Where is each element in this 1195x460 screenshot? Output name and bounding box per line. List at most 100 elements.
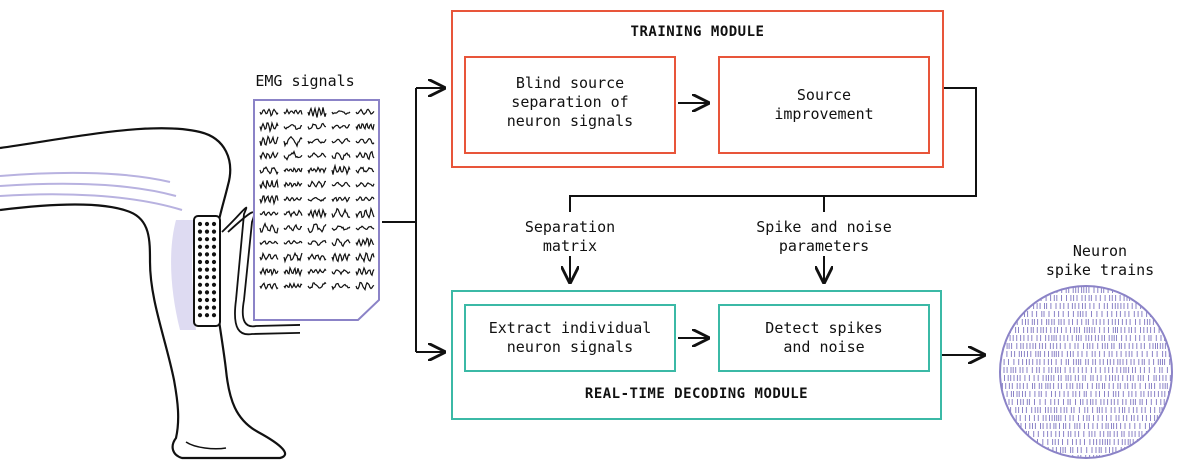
emg-trace [307, 122, 327, 130]
electrode-dot [197, 237, 203, 242]
emg-trace [259, 266, 279, 277]
electrode-dot [204, 221, 210, 227]
emg-trace [259, 178, 279, 190]
emg-trace [259, 120, 279, 134]
realtime-module-title: REAL-TIME DECODING MODULE [584, 386, 809, 402]
training-module [451, 10, 944, 168]
electrode-dot [211, 282, 217, 287]
emg-trace [283, 107, 303, 115]
emg-trace [307, 239, 327, 246]
electrode-dot [197, 305, 203, 310]
emg-trace [283, 123, 303, 130]
emg-trace [355, 281, 375, 292]
emg-trace [259, 108, 279, 117]
emg-trace [331, 196, 351, 203]
detect-spikes-box [718, 304, 930, 372]
extract-signals-text: Extract individual neuron signals [488, 319, 652, 356]
detect-spikes-text: Detect spikes and noise [765, 319, 883, 356]
electrode-dot [197, 267, 203, 272]
emg-trace [307, 106, 327, 118]
emg-trace [283, 281, 303, 289]
electrode-dot [197, 229, 203, 234]
emg-trace [355, 150, 375, 161]
emg-trace [283, 196, 303, 202]
emg-trace [307, 268, 327, 276]
emg-signals-label: EMG signals [255, 72, 355, 90]
neuron-spike-trains-label: Neuron spike trains [1045, 242, 1155, 279]
electrode-dot [197, 290, 203, 295]
emg-trace [355, 122, 375, 131]
emg-trace [355, 108, 375, 116]
emg-trace [331, 252, 351, 263]
emg-trace [283, 223, 302, 232]
electrode-dot [197, 221, 203, 227]
emg-trace [331, 269, 351, 276]
separation-matrix-label: Separation matrix [524, 218, 616, 255]
emg-trace [307, 138, 327, 145]
source-improvement-text: Source improvement [774, 86, 874, 123]
emg-trace [283, 239, 303, 245]
electrode-dot [211, 313, 217, 318]
electrode-dot [211, 221, 217, 227]
emg-trace [307, 281, 327, 289]
electrode-dot [204, 229, 210, 234]
realtime-decoding-module [451, 290, 942, 420]
electrode-dot [211, 244, 217, 249]
electrode-dot [211, 259, 217, 265]
electrode-dot [211, 229, 217, 234]
spike-train-disc-icon [999, 285, 1173, 459]
emg-trace [259, 240, 279, 246]
emg-trace [355, 252, 375, 264]
emg-trace [331, 207, 351, 219]
emg-trace [331, 225, 351, 231]
electrode-dot [211, 252, 217, 257]
electrode-dot [197, 244, 203, 249]
emg-trace [259, 135, 279, 146]
emg-trace [283, 265, 303, 278]
emg-trace [283, 167, 303, 173]
emg-trace [307, 166, 327, 175]
electrode-dot [204, 237, 210, 242]
emg-trace [355, 196, 375, 202]
emg-trace [331, 181, 351, 188]
electrode-dot [204, 259, 210, 265]
blind-source-box [464, 56, 676, 154]
leg-with-electrode-array-icon [0, 127, 300, 460]
emg-signal-sheet-icon [253, 99, 380, 321]
electrode-dot [211, 267, 217, 272]
training-module-title: TRAINING MODULE [630, 24, 765, 40]
emg-trace [331, 282, 351, 291]
electrode-dot [211, 297, 217, 303]
emg-trace [307, 152, 327, 158]
emg-trace [259, 251, 279, 261]
emg-trace [331, 137, 351, 145]
emg-trace [259, 210, 279, 217]
emg-trace [259, 282, 279, 290]
electrode-dot [197, 297, 203, 303]
electrode-dot [211, 275, 217, 280]
emg-trace [355, 237, 375, 248]
electrode-dot [204, 244, 210, 249]
electrode-dot [197, 275, 203, 280]
electrode-dot [204, 282, 210, 287]
electrode-dot [204, 313, 210, 318]
emg-trace [355, 138, 375, 145]
spike-noise-params-label: Spike and noise parameters [756, 218, 892, 255]
emg-trace [355, 166, 375, 174]
emg-trace [307, 180, 326, 189]
emg-trace [307, 196, 327, 202]
electrode-dot [204, 297, 210, 303]
electrode-dot [211, 305, 217, 310]
emg-trace [283, 180, 303, 189]
emg-trace [355, 266, 375, 277]
emg-trace [331, 163, 351, 176]
emg-trace [331, 110, 351, 115]
emg-trace [259, 222, 279, 234]
electrode-dot [197, 282, 203, 287]
source-improvement-box [718, 56, 930, 154]
emg-trace [283, 251, 303, 264]
emg-trace [283, 209, 303, 218]
electrode-dot [204, 252, 210, 257]
emg-trace [355, 225, 375, 231]
